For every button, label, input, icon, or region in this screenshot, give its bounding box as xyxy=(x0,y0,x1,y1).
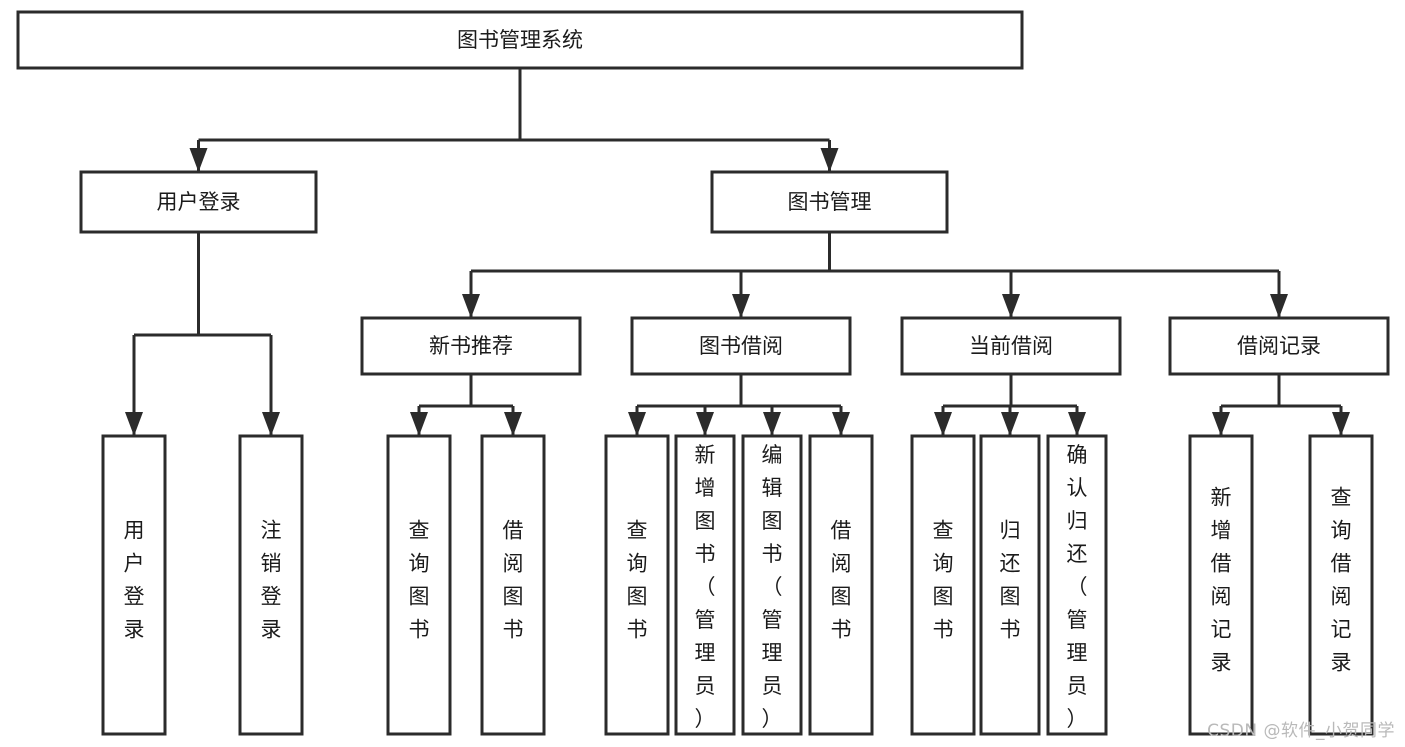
node-recommend-query-book[interactable]: 查询图书 xyxy=(386,434,452,736)
arrow-head-icon xyxy=(504,412,522,436)
connectors-layer xyxy=(125,68,1350,436)
node-label-user-login-do: 用户登录 xyxy=(124,519,145,642)
node-label-user-login: 用户登录 xyxy=(157,190,241,214)
node-box-record-query xyxy=(1308,434,1374,736)
node-label-book-management: 图书管理 xyxy=(788,190,872,214)
node-box-borrow-query-book xyxy=(604,434,670,736)
node-borrow-borrow-book[interactable]: 借阅图书 xyxy=(808,434,874,736)
node-book-management[interactable]: 图书管理 xyxy=(710,170,949,234)
arrow-head-icon xyxy=(696,412,714,436)
node-box-user-login xyxy=(79,170,318,234)
node-label-book-borrow: 图书借阅 xyxy=(699,334,783,358)
arrow-head-icon xyxy=(189,148,208,172)
node-book-borrow[interactable]: 图书借阅 xyxy=(630,316,852,376)
node-current-query-book[interactable]: 查询图书 xyxy=(910,434,976,736)
node-record-query[interactable]: 查询借阅记录 xyxy=(1308,434,1374,736)
node-box-borrow-borrow-book xyxy=(808,434,874,736)
node-record-add[interactable]: 新增借阅记录 xyxy=(1188,434,1254,736)
arrow-head-icon xyxy=(410,412,428,436)
node-box-book-management xyxy=(710,170,949,234)
node-box-book-borrow xyxy=(630,316,852,376)
node-box-current-query-book xyxy=(910,434,976,736)
node-label-record-add: 新增借阅记录 xyxy=(1211,486,1232,675)
nodes-layer: 图书管理系统用户登录用户登录注销登录图书管理新书推荐查询图书借阅图书图书借阅查询… xyxy=(16,10,1390,736)
node-label-new-book-recommend: 新书推荐 xyxy=(429,334,513,358)
node-label-root: 图书管理系统 xyxy=(457,28,583,52)
node-box-user-login-do xyxy=(101,434,167,736)
node-box-borrow-add-book xyxy=(674,434,736,736)
node-new-book-recommend[interactable]: 新书推荐 xyxy=(360,316,582,376)
node-label-current-borrow: 当前借阅 xyxy=(969,334,1053,358)
arrow-head-icon xyxy=(1212,412,1230,436)
arrow-head-icon xyxy=(1332,412,1350,436)
node-box-borrow-edit-book xyxy=(741,434,803,736)
node-label-user-logout: 注销登录 xyxy=(261,519,282,642)
node-label-borrow-query-book: 查询图书 xyxy=(627,519,648,642)
node-box-borrow-records xyxy=(1168,316,1390,376)
node-borrow-edit-book[interactable]: 编辑图书（管理员） xyxy=(741,434,803,736)
arrow-head-icon xyxy=(934,412,952,436)
node-box-recommend-query-book xyxy=(386,434,452,736)
arrow-head-icon xyxy=(1002,294,1020,318)
node-borrow-query-book[interactable]: 查询图书 xyxy=(604,434,670,736)
arrow-head-icon xyxy=(1068,412,1086,436)
node-borrow-records[interactable]: 借阅记录 xyxy=(1168,316,1390,376)
node-box-current-borrow xyxy=(900,316,1122,376)
node-current-return-book[interactable]: 归还图书 xyxy=(979,434,1041,736)
node-borrow-add-book[interactable]: 新增图书（管理员） xyxy=(674,434,736,736)
node-box-record-add xyxy=(1188,434,1254,736)
arrow-head-icon xyxy=(628,412,646,436)
node-label-recommend-query-book: 查询图书 xyxy=(409,519,430,642)
node-label-recommend-borrow-book: 借阅图书 xyxy=(503,519,524,642)
node-user-login[interactable]: 用户登录 xyxy=(79,170,318,234)
node-label-borrow-borrow-book: 借阅图书 xyxy=(831,519,852,642)
arrow-head-icon xyxy=(820,148,839,172)
arrow-head-icon xyxy=(832,412,850,436)
node-label-current-return-book: 归还图书 xyxy=(1000,519,1021,642)
arrow-head-icon xyxy=(1001,412,1019,436)
node-label-borrow-edit-book: 编辑图书（管理员） xyxy=(762,443,783,731)
watermark-text: CSDN @软件_小贺同学 xyxy=(1207,721,1395,741)
node-label-current-confirm-return: 确认归还（管理员） xyxy=(1067,443,1088,731)
node-label-record-query: 查询借阅记录 xyxy=(1331,486,1352,675)
node-box-current-return-book xyxy=(979,434,1041,736)
node-box-recommend-borrow-book xyxy=(480,434,546,736)
node-label-borrow-records: 借阅记录 xyxy=(1237,334,1321,358)
arrow-head-icon xyxy=(1270,294,1288,318)
arrow-head-icon xyxy=(732,294,750,318)
node-user-login-do[interactable]: 用户登录 xyxy=(101,434,167,736)
arrow-head-icon xyxy=(763,412,781,436)
node-recommend-borrow-book[interactable]: 借阅图书 xyxy=(480,434,546,736)
arrow-head-icon xyxy=(462,294,480,318)
node-label-current-query-book: 查询图书 xyxy=(933,519,954,642)
arrow-head-icon xyxy=(125,412,143,436)
node-box-user-logout xyxy=(238,434,304,736)
node-box-current-confirm-return xyxy=(1046,434,1108,736)
node-box-root xyxy=(16,10,1024,70)
node-box-new-book-recommend xyxy=(360,316,582,376)
node-root[interactable]: 图书管理系统 xyxy=(16,10,1024,70)
node-current-borrow[interactable]: 当前借阅 xyxy=(900,316,1122,376)
node-user-logout[interactable]: 注销登录 xyxy=(238,434,304,736)
node-label-borrow-add-book: 新增图书（管理员） xyxy=(695,443,716,731)
node-current-confirm-return[interactable]: 确认归还（管理员） xyxy=(1046,434,1108,736)
arrow-head-icon xyxy=(262,412,280,436)
